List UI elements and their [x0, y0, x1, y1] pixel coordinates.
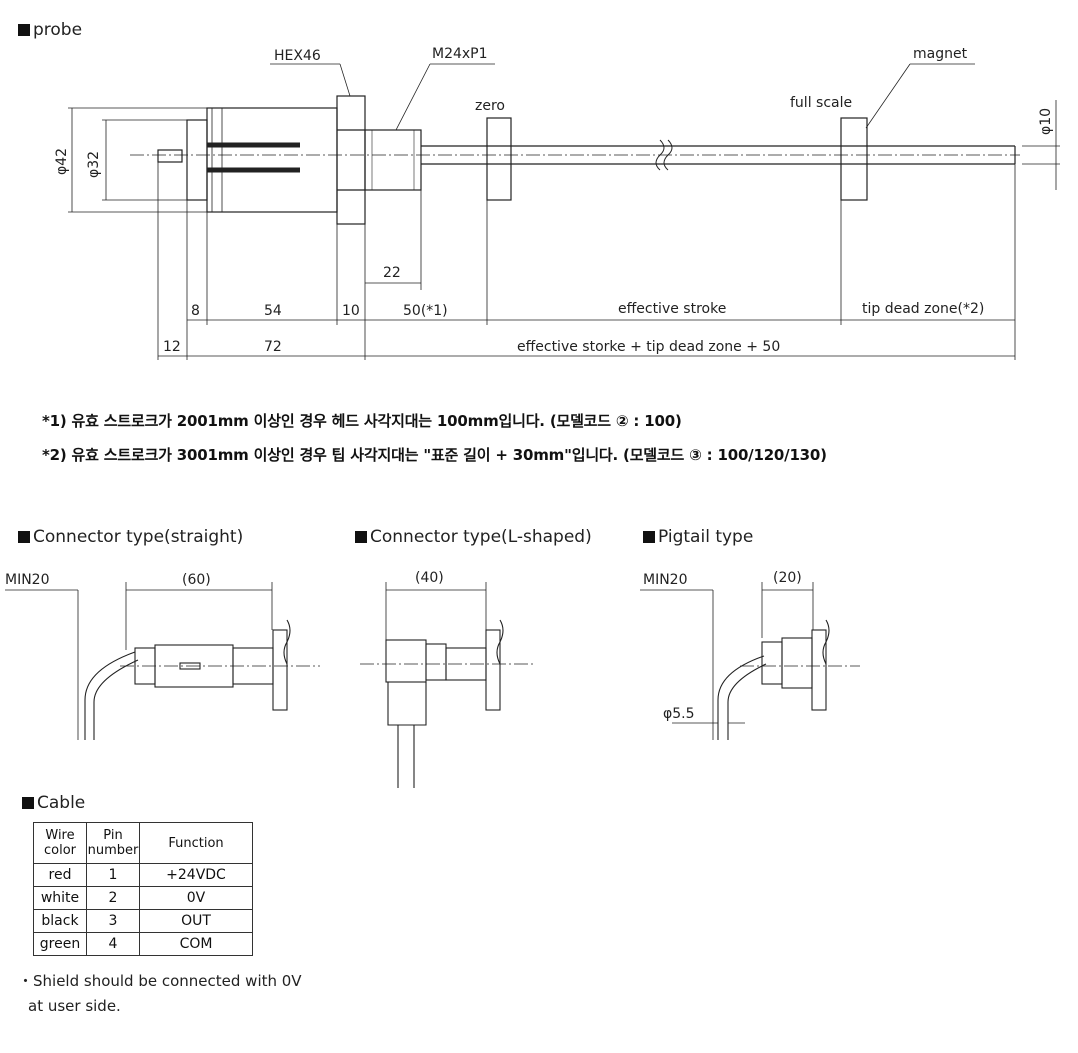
- header-line: number: [87, 843, 139, 858]
- hex-label: HEX46: [274, 48, 321, 64]
- phi10-label: φ10: [1038, 108, 1054, 135]
- probe-title-text: probe: [33, 20, 83, 40]
- cell-function: +24VDC: [139, 863, 253, 887]
- thread-label: M24xP1: [432, 46, 488, 62]
- pigtail-title: Pigtail type: [643, 527, 753, 547]
- dim-8: 8: [191, 303, 200, 319]
- col-function: Function: [139, 822, 253, 864]
- note-2: *2) 유효 스트로크가 3001mm 이상인 경우 팁 사각지대는 "표준 길…: [42, 446, 827, 464]
- straight-len-label: (60): [182, 572, 211, 588]
- connector-l-title-text: Connector type(L-shaped): [370, 527, 592, 547]
- dim-10: 10: [342, 303, 360, 319]
- tip-dead-zone-label: tip dead zone(*2): [862, 301, 984, 317]
- header-line: Function: [168, 835, 224, 851]
- probe-body: [206, 107, 338, 213]
- dim-22: 22: [383, 265, 401, 281]
- dim-72: 72: [264, 339, 282, 355]
- header-line: Wire: [45, 828, 75, 843]
- dim-54: 54: [264, 303, 282, 319]
- square-bullet-icon: [643, 531, 655, 543]
- pigtail-gland: [761, 641, 783, 685]
- cell-pin: 4: [86, 932, 140, 956]
- phi32-label: φ32: [86, 151, 102, 178]
- cell-function: 0V: [139, 886, 253, 910]
- cell-pin: 3: [86, 909, 140, 933]
- flange: [186, 119, 208, 201]
- thread: [364, 129, 422, 191]
- hex-nut: [336, 95, 366, 225]
- dim-12: 12: [163, 339, 181, 355]
- cell-pin: 2: [86, 886, 140, 910]
- dim-50: 50(*1): [403, 303, 448, 319]
- cable-title-text: Cable: [37, 793, 86, 813]
- magnet: [840, 117, 868, 201]
- end-pin: [157, 149, 183, 163]
- effective-stroke-label: effective stroke: [618, 301, 726, 317]
- connector-drawings: MIN20 (60) (40) MIN20 (20) φ5.5: [5, 570, 860, 788]
- full-scale-label: full scale: [790, 95, 852, 111]
- pigtail-dia-label: φ5.5: [663, 706, 695, 722]
- cell-wire: red: [33, 863, 87, 887]
- phi42-label: φ42: [54, 148, 70, 175]
- shield-note-2: at user side.: [28, 997, 121, 1015]
- zero-marker: [486, 117, 512, 201]
- cell-wire: white: [33, 886, 87, 910]
- note-1: *1) 유효 스트로크가 2001mm 이상인 경우 헤드 사각지대는 100m…: [42, 412, 682, 430]
- straight-min-label: MIN20: [5, 572, 50, 588]
- l-connector-head: [385, 639, 427, 683]
- connector-straight-title-text: Connector type(straight): [33, 527, 244, 547]
- magnet-label: magnet: [913, 46, 968, 62]
- cell-wire: black: [33, 909, 87, 933]
- cell-function: OUT: [139, 909, 253, 933]
- pigtail-title-text: Pigtail type: [658, 527, 754, 547]
- l-len-label: (40): [415, 570, 444, 586]
- cell-function: COM: [139, 932, 253, 956]
- square-bullet-icon: [22, 797, 34, 809]
- cable-title: Cable: [22, 793, 85, 813]
- probe-title: probe: [18, 20, 82, 40]
- connector-l-title: Connector type(L-shaped): [355, 527, 592, 547]
- square-bullet-icon: [355, 531, 367, 543]
- square-bullet-icon: [18, 24, 30, 36]
- probe-drawing: HEX46 M24xP1 zero full scale magnet φ42 …: [54, 46, 1060, 360]
- pigtail-len-label: (20): [773, 570, 802, 586]
- total-length-label: effective storke + tip dead zone + 50: [517, 339, 780, 355]
- square-bullet-icon: [18, 531, 30, 543]
- shield-note-1: ・Shield should be connected with 0V: [18, 972, 302, 990]
- connector-straight-title: Connector type(straight): [18, 527, 243, 547]
- pigtail-min-label: MIN20: [643, 572, 688, 588]
- header-line: Pin: [103, 828, 123, 843]
- header-line: color: [43, 843, 76, 858]
- cell-wire: green: [33, 932, 87, 956]
- cell-pin: 1: [86, 863, 140, 887]
- zero-label: zero: [475, 98, 505, 114]
